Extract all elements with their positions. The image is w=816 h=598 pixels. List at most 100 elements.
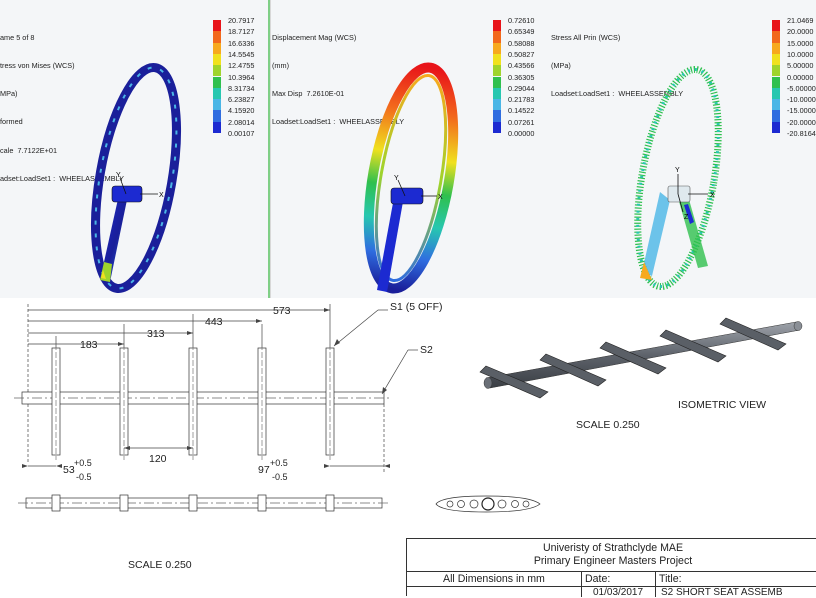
legend-value: 0.07261: [508, 117, 535, 127]
tb-project: Primary Engineer Masters Project: [533, 555, 693, 567]
iso-seat-3: [599, 341, 667, 375]
tb-title-value: S2 SHORT SEAT ASSEMB: [661, 587, 783, 598]
info-line: cale 7.7122E+01: [0, 145, 58, 155]
legend-swatch: [493, 31, 501, 43]
tol-plus-97: +0.5: [270, 458, 288, 468]
legend-swatch: [772, 99, 780, 111]
legend-swatch: [493, 42, 501, 54]
legend-value: 21.0469: [787, 16, 814, 25]
legend-swatch: [493, 121, 501, 133]
hub: [667, 185, 691, 203]
panel-info: ame 5 of 8 tress von Mises (WCS) MPa) fo…: [0, 14, 124, 202]
spoke-stress-peak: [101, 270, 106, 279]
legend-value: 0.00000: [508, 129, 535, 138]
legend-swatch: [213, 65, 221, 77]
legend-value: 0.65349: [508, 27, 535, 37]
z-axis-label: Z: [684, 214, 689, 221]
legend-swatch: [493, 87, 501, 100]
wheel-rim-inner: [374, 73, 448, 283]
info-line: Loadset:LoadSet1 : WHEELASSEMBLY: [551, 89, 684, 99]
tol-minus-53: -0.5: [76, 472, 92, 482]
info-line: Displacement Mag (WCS): [272, 32, 357, 42]
legend-value: 0.29044: [508, 83, 535, 93]
callout-leader-s2: [381, 349, 409, 395]
tb-dims-note: All Dimensions in mm: [443, 573, 545, 585]
engineering-drawing: 573 443 313 183 53 +0.5 -0.5 120 97 +0.5…: [14, 301, 803, 571]
legend-swatch: [772, 42, 780, 54]
legend-value: 0.58088: [508, 38, 535, 48]
hub: [390, 187, 424, 205]
iso-seat-4: [659, 329, 727, 363]
legend-value: 10.0000: [787, 49, 814, 59]
legend-value: 0.00000: [787, 72, 814, 82]
dim-183: 183: [80, 339, 98, 351]
legend-swatch: [493, 76, 501, 88]
panel-info: Displacement Mag (WCS) (mm) Max Disp 7.2…: [272, 14, 404, 146]
tol-plus-53: +0.5: [74, 458, 92, 468]
legend-value: 15.0000: [787, 38, 814, 48]
legend-value: 20.7917: [228, 16, 255, 25]
title-block: Univeristy of Strathclyde MAE Primary En…: [406, 538, 816, 598]
legend-swatch: [213, 20, 221, 32]
tb-date-label: Date:: [585, 573, 611, 585]
legend-swatch: [772, 53, 780, 66]
dim-120: 120: [149, 453, 167, 465]
dim-443: 443: [205, 316, 223, 328]
legend-value: 5.00000: [787, 61, 814, 71]
y-axis-line: [119, 177, 127, 195]
callout-s1: S1 (5 OFF): [390, 301, 443, 313]
legend-value: -20.8164: [787, 129, 816, 138]
iso-seat-2: [539, 353, 607, 387]
spoke-arm: [377, 192, 404, 292]
info-line: adset:LoadSet1 : WHEELASSEMBLY: [0, 173, 124, 183]
info-line: Loadset:LoadSet1 : WHEELASSEMBLY: [272, 117, 405, 127]
y-axis-label: Y: [675, 167, 680, 174]
wheel-rim: [91, 63, 181, 293]
legend-value: 4.15920: [228, 106, 255, 116]
info-line: ame 5 of 8: [0, 32, 35, 42]
legend-swatch: [493, 65, 501, 77]
tol-minus-97: -0.5: [272, 472, 288, 482]
spoke-compression: [684, 204, 694, 224]
dim-313: 313: [147, 328, 165, 340]
legend-value: 20.0000: [787, 27, 814, 37]
x-axis-label: X: [159, 192, 164, 199]
legend-swatch: [772, 20, 780, 32]
legend-swatch: [772, 76, 780, 88]
legend-value: 0.00107: [228, 129, 255, 138]
legend-value: 2.08014: [228, 117, 255, 127]
iso-seat-5: [719, 317, 787, 351]
legend-swatch: [772, 31, 780, 43]
legend-value: -20.0000: [787, 117, 816, 127]
panel-info: Stress All Prin (WCS) (MPa) Loadset:Load…: [551, 14, 683, 117]
iso-view-label: ISOMETRIC VIEW: [678, 399, 766, 411]
info-line: Stress All Prin (WCS): [551, 32, 621, 42]
info-line: Max Disp 7.2610E-01: [272, 89, 345, 99]
legend-value: 12.4755: [228, 61, 255, 71]
legend-value: -15.0000: [787, 106, 816, 116]
legend-value: -10.0000: [787, 95, 816, 105]
legend-value: 0.72610: [508, 16, 535, 25]
y-axis-label: Y: [394, 175, 399, 182]
spoke-left: [642, 192, 670, 276]
shaft-bore: [481, 497, 495, 511]
legend-value: 16.6336: [228, 38, 255, 48]
scale-label-left: SCALE 0.250: [128, 559, 192, 571]
fea-panel-displacement: Displacement Mag (WCS) (mm) Max Disp 7.2…: [270, 0, 550, 298]
legend-swatch: [493, 110, 501, 122]
legend-swatch: [213, 121, 221, 133]
wheel-rim-vectors-2: [636, 67, 720, 289]
legend-swatch: [493, 99, 501, 111]
y-axis-label: Y: [116, 172, 121, 179]
spoke-arm: [100, 190, 128, 282]
legend-swatch: [213, 76, 221, 88]
info-line: tress von Mises (WCS): [0, 61, 75, 71]
fea-panel-principal-stress: Stress All Prin (WCS) (MPa) Loadset:Load…: [548, 0, 816, 298]
info-line: formed: [0, 117, 23, 127]
legend-value: 0.43566: [508, 61, 535, 71]
callout-s2: S2: [420, 344, 433, 356]
fea-panel-von-mises: ame 5 of 8 tress von Mises (WCS) MPa) fo…: [0, 0, 270, 298]
legend-swatch: [493, 20, 501, 32]
spoke-right: [678, 196, 708, 268]
wheel-model-stress: Y X: [91, 63, 181, 293]
